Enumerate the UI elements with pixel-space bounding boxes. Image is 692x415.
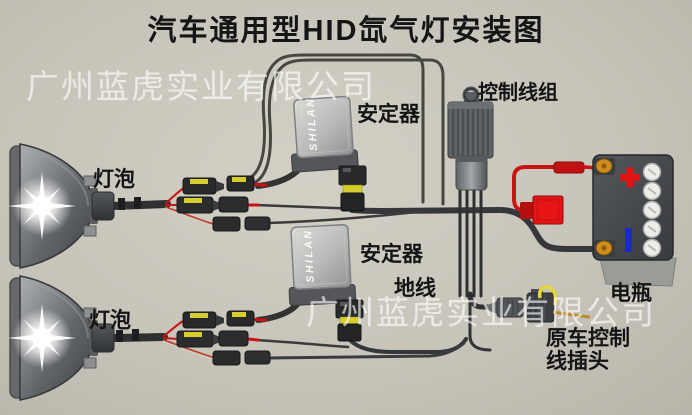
label-bulb-top: 灯泡 bbox=[93, 168, 135, 191]
oem-plug bbox=[487, 285, 591, 323]
watermark-bottom: 广州蓝虎实业有限公司 bbox=[306, 294, 656, 331]
ballast-top-brand: SHILAN bbox=[304, 96, 320, 151]
battery-negative-symbol bbox=[625, 228, 632, 252]
battery-positive-wire bbox=[512, 161, 600, 212]
ballast-bottom-igniter-connector bbox=[335, 299, 364, 342]
connector-pairs-bottom bbox=[176, 310, 271, 366]
label-control-harness: 控制线组 bbox=[478, 82, 558, 104]
battery-cell-caps bbox=[642, 162, 662, 258]
control-harness-box bbox=[447, 86, 494, 191]
label-bulb-bottom: 灯泡 bbox=[89, 309, 131, 332]
label-ballast-top: 安定器 bbox=[357, 103, 420, 126]
label-ground-wire: 地线 bbox=[394, 277, 436, 300]
label-battery: 电瓶 bbox=[610, 282, 652, 305]
label-ballast-bottom: 安定器 bbox=[360, 243, 423, 266]
battery-ground-run bbox=[349, 206, 599, 252]
control-harness-bundle bbox=[458, 184, 483, 298]
ground-wire bbox=[347, 337, 468, 354]
ballast-bottom: SHILAN bbox=[288, 224, 357, 307]
label-oem-plug-line2: 线插头 bbox=[546, 350, 609, 373]
battery-positive-symbol bbox=[620, 167, 640, 188]
wires-red bbox=[162, 161, 600, 361]
watermark-top: 广州蓝虎实业有限公司 bbox=[26, 68, 376, 105]
headlight-bottom bbox=[4, 275, 116, 401]
plug-yellow-wire bbox=[537, 285, 558, 306]
plug-orange-wire bbox=[552, 310, 591, 319]
battery bbox=[592, 154, 677, 287]
fuse-holder bbox=[520, 195, 564, 225]
ballast-top-igniter-connector bbox=[338, 165, 367, 212]
ballast-bottom-brand: SHILAN bbox=[302, 228, 317, 283]
connector-pairs-top bbox=[176, 175, 271, 232]
label-oem-plug-line1: 原车控制 bbox=[546, 327, 630, 350]
wires-dark bbox=[108, 53, 599, 360]
diagram-title: 汽车通用型HID氙气灯安装图 bbox=[147, 15, 545, 47]
